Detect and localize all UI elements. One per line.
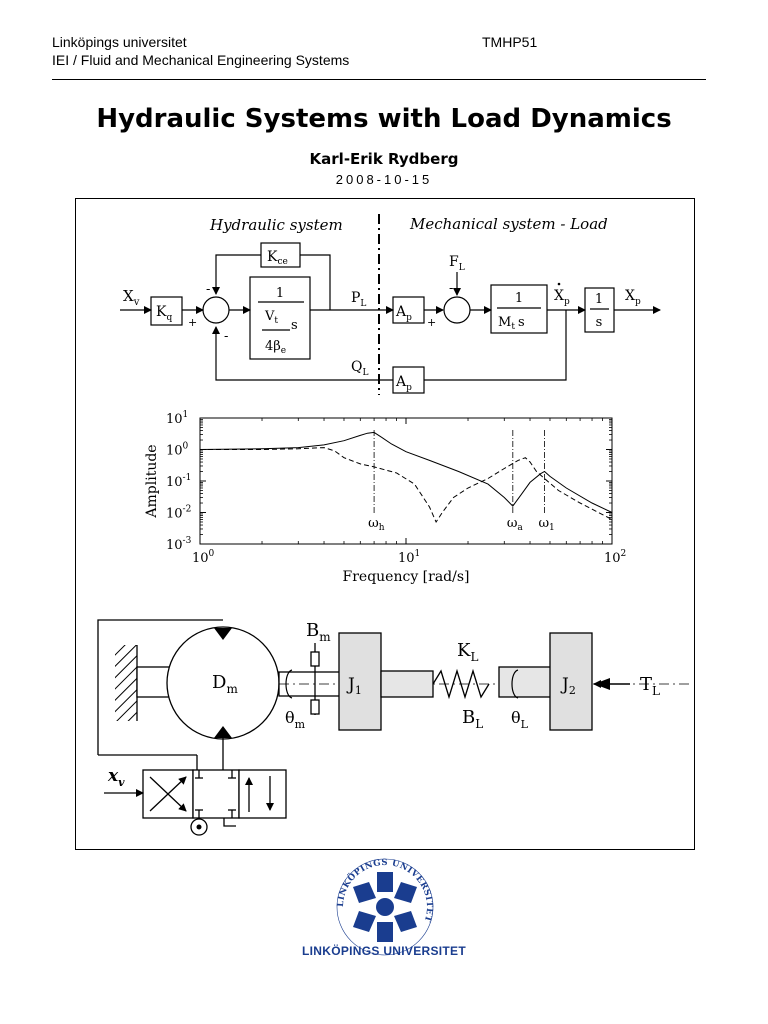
svg-text:Mts: Mts	[498, 315, 525, 332]
series-solid-line	[199, 431, 613, 513]
svg-text:Kce: Kce	[267, 249, 288, 267]
input-label: Xv	[123, 287, 140, 308]
y-axis-label: Amplitude	[144, 444, 160, 518]
svg-text:Xp: Xp	[625, 288, 641, 307]
header-university: Linköpings universitet	[52, 34, 187, 50]
svg-text:FL: FL	[449, 254, 465, 273]
svg-text:J2: J2	[560, 675, 576, 697]
svg-text:-: -	[224, 329, 228, 344]
logo-emblem	[353, 872, 417, 942]
hydraulic-system-label: Hydraulic system	[209, 216, 343, 234]
inertia-j2	[549, 632, 593, 731]
svg-text:-: -	[449, 281, 453, 296]
svg-text:s: s	[291, 318, 298, 333]
svg-text:1: 1	[595, 292, 603, 307]
svg-text:s: s	[596, 315, 603, 330]
document-title: Hydraulic Systems with Load Dynamics	[96, 104, 672, 134]
university-wordmark: LINKÖPINGS UNIVERSITET	[302, 944, 466, 958]
wall-hatch	[115, 645, 137, 721]
x-axis-label: Frequency [rad/s]	[343, 569, 470, 585]
svg-text:θL: θL	[511, 708, 529, 731]
mechanical-diagram: Dm Bm θm J1 KL BL θL J2 TL	[97, 619, 690, 836]
block-diagram: Hydraulic system Mechanical system - Loa…	[120, 214, 661, 395]
hydraulic-capacitance-block	[249, 276, 311, 360]
header-department: IEI / Fluid and Mechanical Engineering S…	[52, 52, 350, 68]
svg-text:4βe: 4βe	[265, 339, 286, 356]
svg-text:QL: QL	[351, 359, 368, 378]
svg-text:Dm: Dm	[212, 672, 238, 696]
author: Karl-Erik Rydberg	[309, 150, 459, 168]
header-course-code: TMHP51	[482, 34, 538, 50]
header-rule	[52, 79, 706, 80]
svg-text:+: +	[427, 316, 436, 329]
spring-kl	[432, 668, 490, 700]
svg-text:TL: TL	[640, 674, 660, 698]
mechanical-system-label: Mechanical system - Load	[409, 215, 608, 233]
svg-text:Bm: Bm	[306, 620, 331, 644]
svg-text:θm: θm	[285, 708, 306, 731]
svg-text:-: -	[206, 282, 210, 297]
kq-block	[150, 296, 183, 326]
inertia-j1	[338, 632, 382, 731]
svg-text:PL: PL	[351, 290, 366, 309]
svg-text:Kq: Kq	[156, 304, 172, 323]
svg-text:xv: xv	[107, 766, 125, 789]
mass-block	[490, 284, 548, 334]
svg-text:Ap: Ap	[395, 304, 412, 323]
svg-text:+: +	[188, 316, 197, 329]
svg-text:1: 1	[276, 286, 284, 301]
svg-text:BL: BL	[462, 707, 483, 731]
series-dashed-line	[200, 447, 613, 524]
svg-text:Vt: Vt	[264, 309, 278, 326]
svg-text:Ap: Ap	[395, 374, 412, 393]
svg-text:J1: J1	[346, 675, 362, 697]
date: 2008-10-15	[335, 172, 433, 187]
svg-text:Xp: Xp	[554, 288, 570, 307]
svg-text:KL: KL	[457, 640, 478, 664]
svg-text:1: 1	[515, 291, 523, 306]
figure-frame	[75, 198, 695, 850]
